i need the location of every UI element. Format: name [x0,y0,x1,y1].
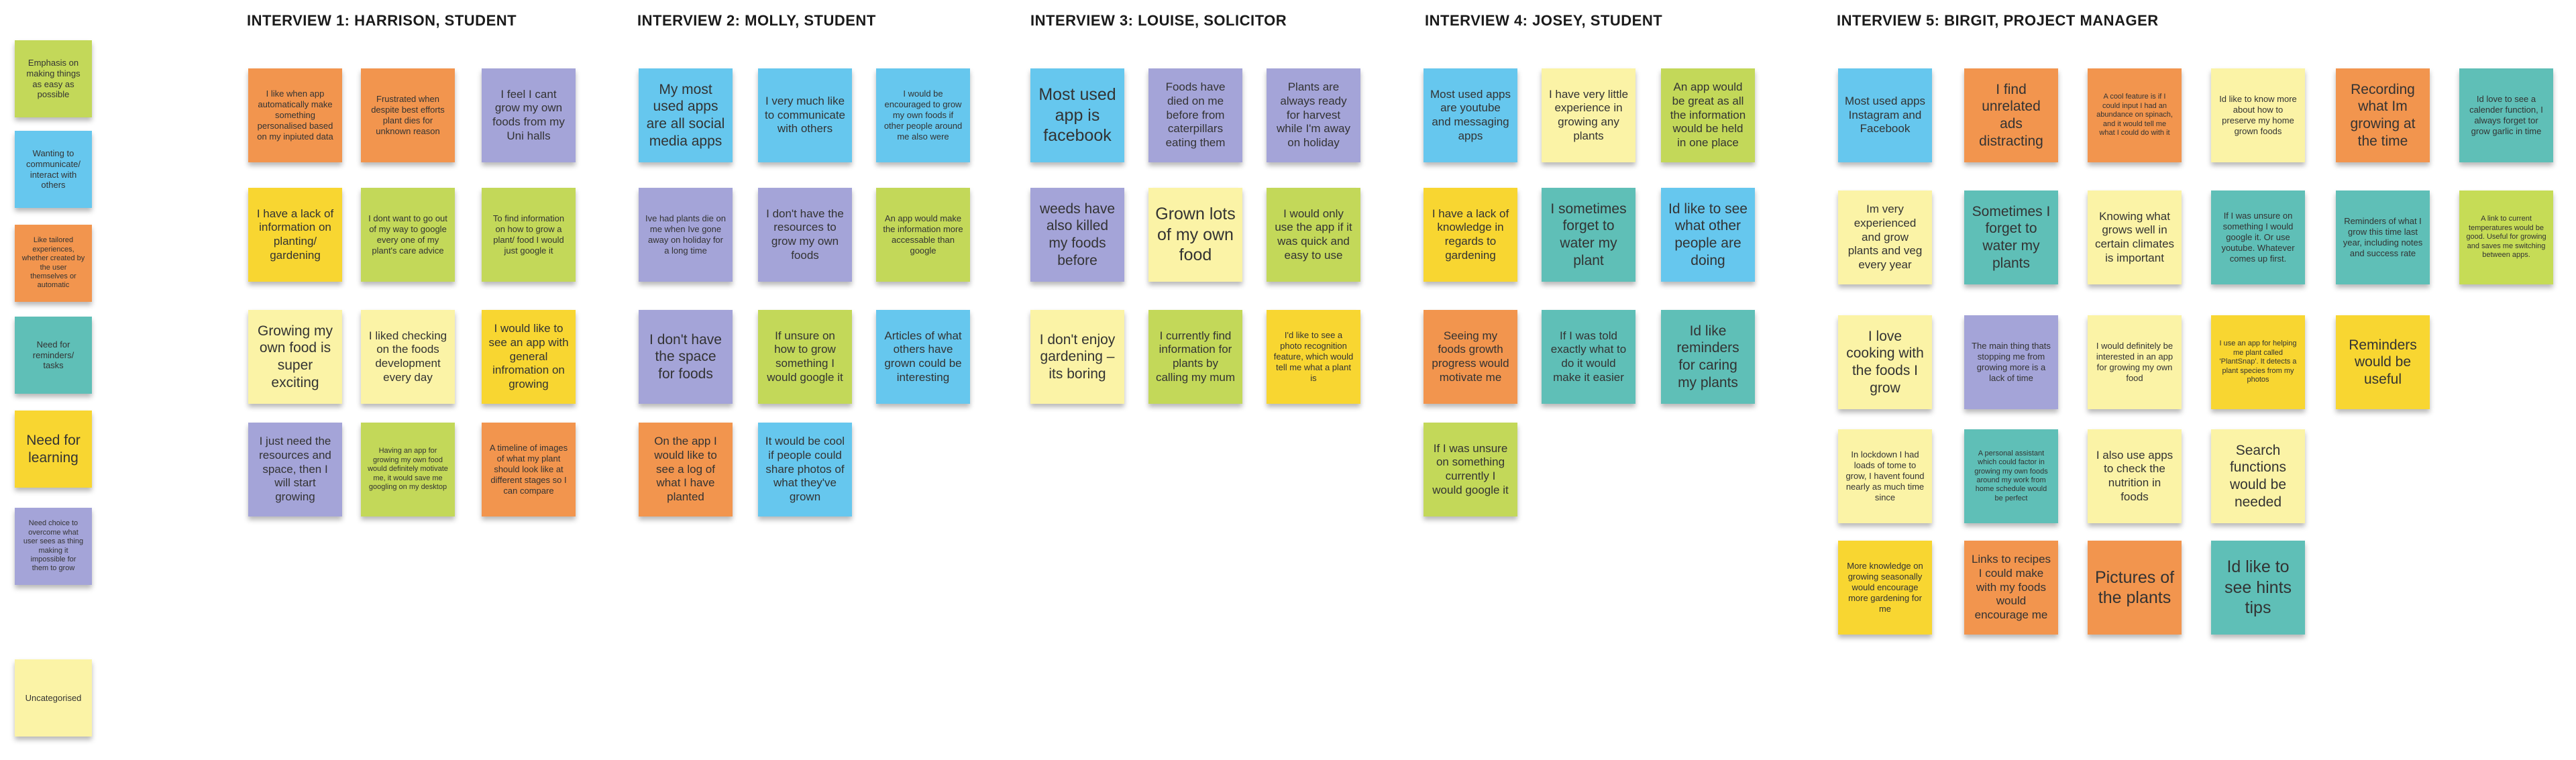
sticky-note[interactable]: I have very little experience in growing… [1542,68,1635,162]
sticky-note[interactable]: I don't enjoy gardening – its boring [1030,310,1124,404]
sticky-note[interactable]: Im very experienced and grow plants and … [1838,191,1932,284]
sticky-note[interactable]: Frustrated when despite best efforts pla… [361,68,455,162]
sticky-note[interactable]: I would only use the app if it was quick… [1267,188,1360,282]
sticky-note[interactable]: Most used apps are youtube and messaging… [1424,68,1517,162]
legend-note[interactable]: Uncategorised [15,659,92,737]
legend-note[interactable]: Need for reminders/ tasks [15,317,92,394]
sticky-note[interactable]: I feel I cant grow my own foods from my … [482,68,576,162]
sticky-note[interactable]: Grown lots of my own food [1148,188,1242,282]
sticky-note[interactable]: Sometimes I forget to water my plants [1964,191,2058,284]
sticky-note[interactable]: More knowledge on growing seasonally wou… [1838,541,1932,635]
sticky-note[interactable]: The main thing thats stopping me from gr… [1964,315,2058,409]
sticky-note[interactable]: I find unrelated ads distracting [1964,68,2058,162]
sticky-note[interactable]: I have a lack of knowledge in regards to… [1424,188,1517,282]
interview-heading: Interview 1: Harrison, Student [247,12,517,29]
sticky-note[interactable]: To find information on how to grow a pla… [482,188,576,282]
sticky-note[interactable]: Id like to see hints tips [2211,541,2305,635]
sticky-note[interactable]: Id love to see a calender function, I al… [2459,68,2553,162]
sticky-note[interactable]: Foods have died on me before from caterp… [1148,68,1242,162]
sticky-note[interactable]: I very much like to communicate with oth… [758,68,852,162]
sticky-note[interactable]: I currently find information for plants … [1148,310,1242,404]
interview-heading: Interview 5: Birgit, Project Manager [1837,12,2159,29]
sticky-note[interactable]: Most used apps Instagram and Facebook [1838,68,1932,162]
sticky-note[interactable]: weeds have also killed my foods before [1030,188,1124,282]
sticky-note[interactable]: An app would make the information more a… [876,188,970,282]
sticky-note[interactable]: I don't have the resources to grow my ow… [758,188,852,282]
sticky-note[interactable]: Id like to see what other people are doi… [1661,188,1755,282]
legend-note[interactable]: Emphasis on making things as easy as pos… [15,40,92,117]
sticky-note[interactable]: I dont want to go out of my way to googl… [361,188,455,282]
sticky-note[interactable]: Most used app is facebook [1030,68,1124,162]
sticky-note[interactable]: A cool feature is if I could input I had… [2088,68,2182,162]
legend-note[interactable]: Like tailored experiences, whether creat… [15,225,92,302]
sticky-note[interactable]: I would definitely be interested in an a… [2088,315,2182,409]
legend-note[interactable]: Need choice to overcome what user sees a… [15,508,92,585]
sticky-note[interactable]: If I was unsure on something I would goo… [2211,191,2305,284]
sticky-note[interactable]: I have a lack of information on planting… [248,188,342,282]
sticky-note[interactable]: It would be cool if people could share p… [758,423,852,517]
sticky-note[interactable]: I don't have the space for foods [639,310,733,404]
sticky-note[interactable]: Growing my own food is super exciting [248,310,342,404]
legend-note[interactable]: Wanting to communicate/ interact with ot… [15,131,92,208]
sticky-note[interactable]: Reminders of what I grow this time last … [2336,191,2430,284]
interview-heading: Interview 4: Josey, Student [1425,12,1663,29]
sticky-note[interactable]: Links to recipes I could make with my fo… [1964,541,2058,635]
sticky-note[interactable]: Articles of what others have grown could… [876,310,970,404]
interview-heading: Interview 3: Louise, Solicitor [1030,12,1287,29]
sticky-note[interactable]: Recording what Im growing at the time [2336,68,2430,162]
sticky-note[interactable]: If I was unsure on something currently I… [1424,423,1517,517]
sticky-note[interactable]: Knowing what grows well in certain clima… [2088,191,2182,284]
sticky-note[interactable]: Id like reminders for caring my plants [1661,310,1755,404]
sticky-note[interactable]: Ive had plants die on me when Ive gone a… [639,188,733,282]
sticky-note[interactable]: I just need the resources and space, the… [248,423,342,517]
sticky-note[interactable]: A timeline of images of what my plant sh… [482,423,576,517]
sticky-note[interactable]: If I was told exactly what to do it woul… [1542,310,1635,404]
sticky-note[interactable]: Id like to know more about how to preser… [2211,68,2305,162]
sticky-note[interactable]: I liked checking on the foods developmen… [361,310,455,404]
sticky-note[interactable]: If unsure on how to grow something I wou… [758,310,852,404]
sticky-note[interactable]: A personal assistant which could factor … [1964,429,2058,523]
sticky-note[interactable]: Seeing my foods growth progress would mo… [1424,310,1517,404]
sticky-note[interactable]: Plants are always ready for harvest whil… [1267,68,1360,162]
sticky-note[interactable]: I love cooking with the foods I grow [1838,315,1932,409]
sticky-note[interactable]: An app would be great as all the informa… [1661,68,1755,162]
sticky-note[interactable]: I use an app for helping me plant called… [2211,315,2305,409]
sticky-note[interactable]: In lockdown I had loads of tome to grow,… [1838,429,1932,523]
interview-heading: Interview 2: Molly, Student [637,12,876,29]
sticky-note[interactable]: My most used apps are all social media a… [639,68,733,162]
sticky-note[interactable]: Reminders would be useful [2336,315,2430,409]
sticky-note[interactable]: A link to current temperatures would be … [2459,191,2553,284]
sticky-note[interactable]: I sometimes forget to water my plant [1542,188,1635,282]
sticky-note[interactable]: I would like to see an app with general … [482,310,576,404]
legend-note[interactable]: Need for learning [15,411,92,488]
sticky-note[interactable]: I also use apps to check the nutrition i… [2088,429,2182,523]
sticky-note[interactable]: I'd like to see a photo recognition feat… [1267,310,1360,404]
sticky-note[interactable]: Search functions would be needed [2211,429,2305,523]
sticky-note[interactable]: I would be encouraged to grow my own foo… [876,68,970,162]
sticky-note[interactable]: Having an app for growing my own food wo… [361,423,455,517]
sticky-note[interactable]: I like when app automatically make somet… [248,68,342,162]
sticky-note[interactable]: On the app I would like to see a log of … [639,423,733,517]
sticky-note[interactable]: Pictures of the plants [2088,541,2182,635]
